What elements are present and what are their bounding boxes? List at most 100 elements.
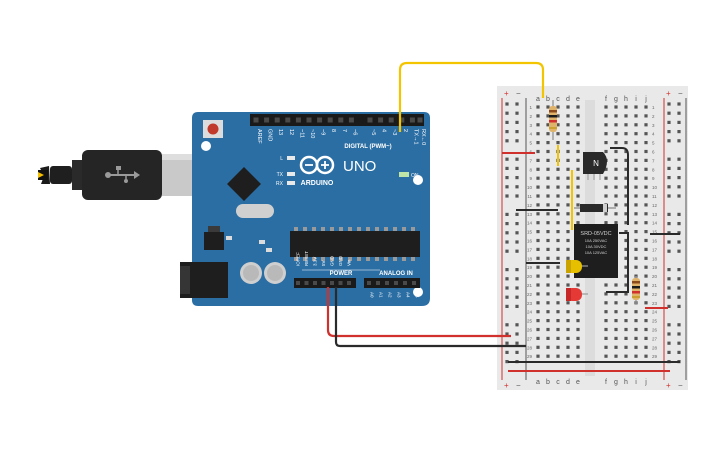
relay-label-4: 10A 125VAC [585,250,608,255]
analog-header-label: ANALOG IN [379,271,413,277]
usb-symbol-icon [105,166,140,183]
mounting-hole [201,141,211,151]
header-pin[interactable] [367,117,373,123]
pin-label: TX→1 [412,129,418,145]
row-label: 13 [652,212,658,217]
row-label: 27 [652,336,658,341]
column-label: a [536,379,540,386]
pin-label: 5V [321,260,326,266]
pin-label: ~5 [370,129,376,135]
header-pin[interactable] [388,117,394,123]
header-pin[interactable] [338,117,344,123]
header-pin[interactable] [274,117,280,123]
row-label: 11 [652,194,657,199]
header-pin[interactable] [285,117,291,123]
column-label: b [546,379,550,386]
header-pin[interactable] [304,281,309,285]
header-pin[interactable] [385,281,389,285]
digital-header-label: DIGITAL (PWM~) [344,144,391,150]
pin-label: GND [338,255,343,266]
header-pin[interactable] [348,117,354,123]
wire-black-transistor[interactable] [610,147,629,225]
header-pin[interactable] [417,117,423,123]
header-pin[interactable] [338,281,343,285]
usb-interface-chip [227,167,261,201]
header-pin[interactable] [394,281,398,285]
header-pin[interactable] [399,117,405,123]
row-label: 23 [527,301,533,306]
row-label: 15 [527,230,533,235]
capacitor [264,262,286,284]
led-l-label: L [280,156,283,162]
header-pin[interactable] [295,117,301,123]
wires[interactable] [326,61,680,372]
npn-transistor[interactable]: N [583,152,607,180]
reset-button[interactable] [203,120,223,138]
pin-label: IOREF [296,252,301,266]
header-pin[interactable] [367,281,371,285]
row-label: 7 [652,158,655,163]
wire-yellow-signal[interactable] [398,61,545,132]
row-label: 25 [652,319,658,324]
header-pin[interactable] [347,281,351,285]
led-yellow[interactable] [566,260,588,273]
pin-label: 4 [381,129,387,132]
pin-label: GND [267,129,273,141]
header-pin[interactable] [376,281,380,285]
header-pin[interactable] [306,117,312,123]
header-pin[interactable] [253,117,259,123]
row-label: 28 [652,345,658,350]
atmega-microcontroller [290,227,420,261]
row-label: 19 [652,265,658,270]
rail-plus-label: + [666,89,671,98]
pin-label: ~9 [320,129,326,135]
header-pin[interactable] [317,117,323,123]
mounting-hole [413,287,423,297]
pin-label: RX←0 [420,129,426,145]
header-pin[interactable] [378,117,384,123]
capacitor [240,262,262,284]
row-label: 3 [652,123,655,128]
analog-pin-header[interactable] [364,278,420,288]
pin-label: 13 [277,129,283,135]
header-pin[interactable] [330,281,334,285]
column-label: b [546,96,550,103]
row-label: 29 [527,354,533,359]
row-label: 27 [527,336,533,341]
relay-label-1: SRD-05VDC [580,231,611,237]
diode[interactable] [574,204,616,212]
header-pin[interactable] [264,117,270,123]
led-red[interactable] [566,288,588,301]
header-pin[interactable] [409,117,415,123]
led-tx-label: TX [277,172,284,178]
resistor-right[interactable] [632,276,640,304]
header-pin[interactable] [412,281,416,285]
led-rx-label: RX [276,181,284,187]
row-label: 1 [529,105,532,110]
rail-minus-label: − [516,381,521,390]
column-label: d [566,379,570,386]
header-pin[interactable] [313,281,317,285]
row-label: 11 [527,194,532,199]
header-pin[interactable] [296,281,300,285]
column-label: e [576,379,580,386]
wire-red-5v[interactable] [326,287,511,338]
wire-black-gnd[interactable] [334,287,526,348]
header-pin[interactable] [321,281,326,285]
pin-label: ~11 [298,129,304,138]
header-pin[interactable] [403,281,407,285]
row-label: 26 [652,328,658,333]
row-label: 16 [652,239,658,244]
power-pin-header[interactable] [294,278,356,288]
row-label: 26 [527,328,533,333]
led-l [287,156,295,160]
digital-pin-header[interactable] [250,114,424,126]
header-pin[interactable] [327,117,333,123]
row-label: 18 [527,256,533,261]
pin-label: Vin [347,259,352,266]
resistor-top[interactable] [549,100,557,140]
wire-black-relay[interactable] [606,232,629,293]
arduino-logo-icon [299,155,335,175]
